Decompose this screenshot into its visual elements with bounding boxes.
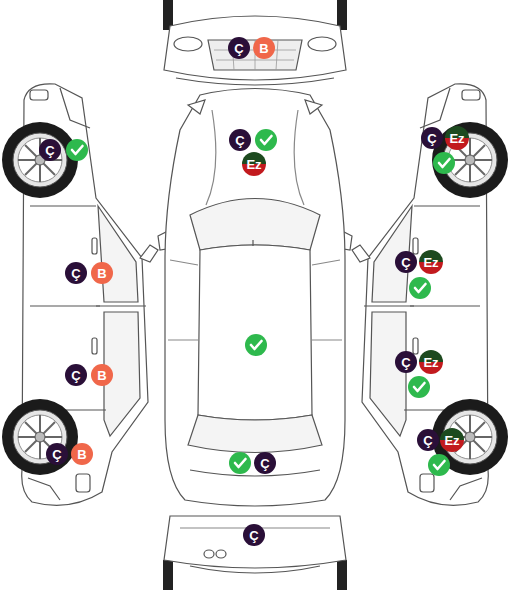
damage-badge: Ç bbox=[39, 139, 61, 161]
badge-letter: Ç bbox=[260, 457, 269, 470]
badge-letter: Ez bbox=[423, 356, 438, 369]
badge-letter: Ez bbox=[444, 434, 459, 447]
badge-letter: Ez bbox=[423, 256, 438, 269]
damage-badge: B bbox=[253, 37, 275, 59]
damage-badge: Ç bbox=[254, 452, 276, 474]
damage-badge: Ez bbox=[419, 250, 443, 274]
damage-badge: Ç bbox=[65, 262, 87, 284]
damage-badge: Ç bbox=[243, 524, 265, 546]
damage-badge: Ç bbox=[228, 37, 250, 59]
damage-badge: Ç bbox=[395, 351, 417, 373]
damage-badge: Ez bbox=[440, 428, 464, 452]
damage-badge: Ez bbox=[242, 152, 266, 176]
damage-badge: B bbox=[91, 262, 113, 284]
badge-letter: Ç bbox=[234, 42, 243, 55]
damage-badge: Ç bbox=[395, 251, 417, 273]
badge-letter: Ç bbox=[71, 267, 80, 280]
badge-letter: Ç bbox=[71, 369, 80, 382]
badge-letter: Ez bbox=[246, 158, 261, 171]
badge-letter: B bbox=[97, 369, 106, 382]
damage-badge: Ç bbox=[417, 429, 439, 451]
damage-badge: Ç bbox=[65, 364, 87, 386]
badge-letter: Ç bbox=[52, 448, 61, 461]
damage-badge: Ç bbox=[229, 129, 251, 151]
badge-letter: Ç bbox=[249, 529, 258, 542]
badge-letter: Ç bbox=[401, 356, 410, 369]
badge-letter: Ç bbox=[427, 132, 436, 145]
badge-letter: Ez bbox=[449, 132, 464, 145]
damage-badge: Ç bbox=[421, 127, 443, 149]
badge-letter: Ç bbox=[423, 434, 432, 447]
damage-badge: Ç bbox=[46, 443, 68, 465]
damage-badge: B bbox=[91, 364, 113, 386]
badge-letter: Ç bbox=[235, 134, 244, 147]
badge-letter: B bbox=[259, 42, 268, 55]
damage-badge: Ez bbox=[445, 126, 469, 150]
damage-badge: B bbox=[71, 443, 93, 465]
badge-letter: B bbox=[77, 448, 86, 461]
badge-letter: B bbox=[97, 267, 106, 280]
badge-letter: Ç bbox=[401, 256, 410, 269]
badge-letter: Ç bbox=[45, 144, 54, 157]
damage-badge: Ez bbox=[419, 350, 443, 374]
